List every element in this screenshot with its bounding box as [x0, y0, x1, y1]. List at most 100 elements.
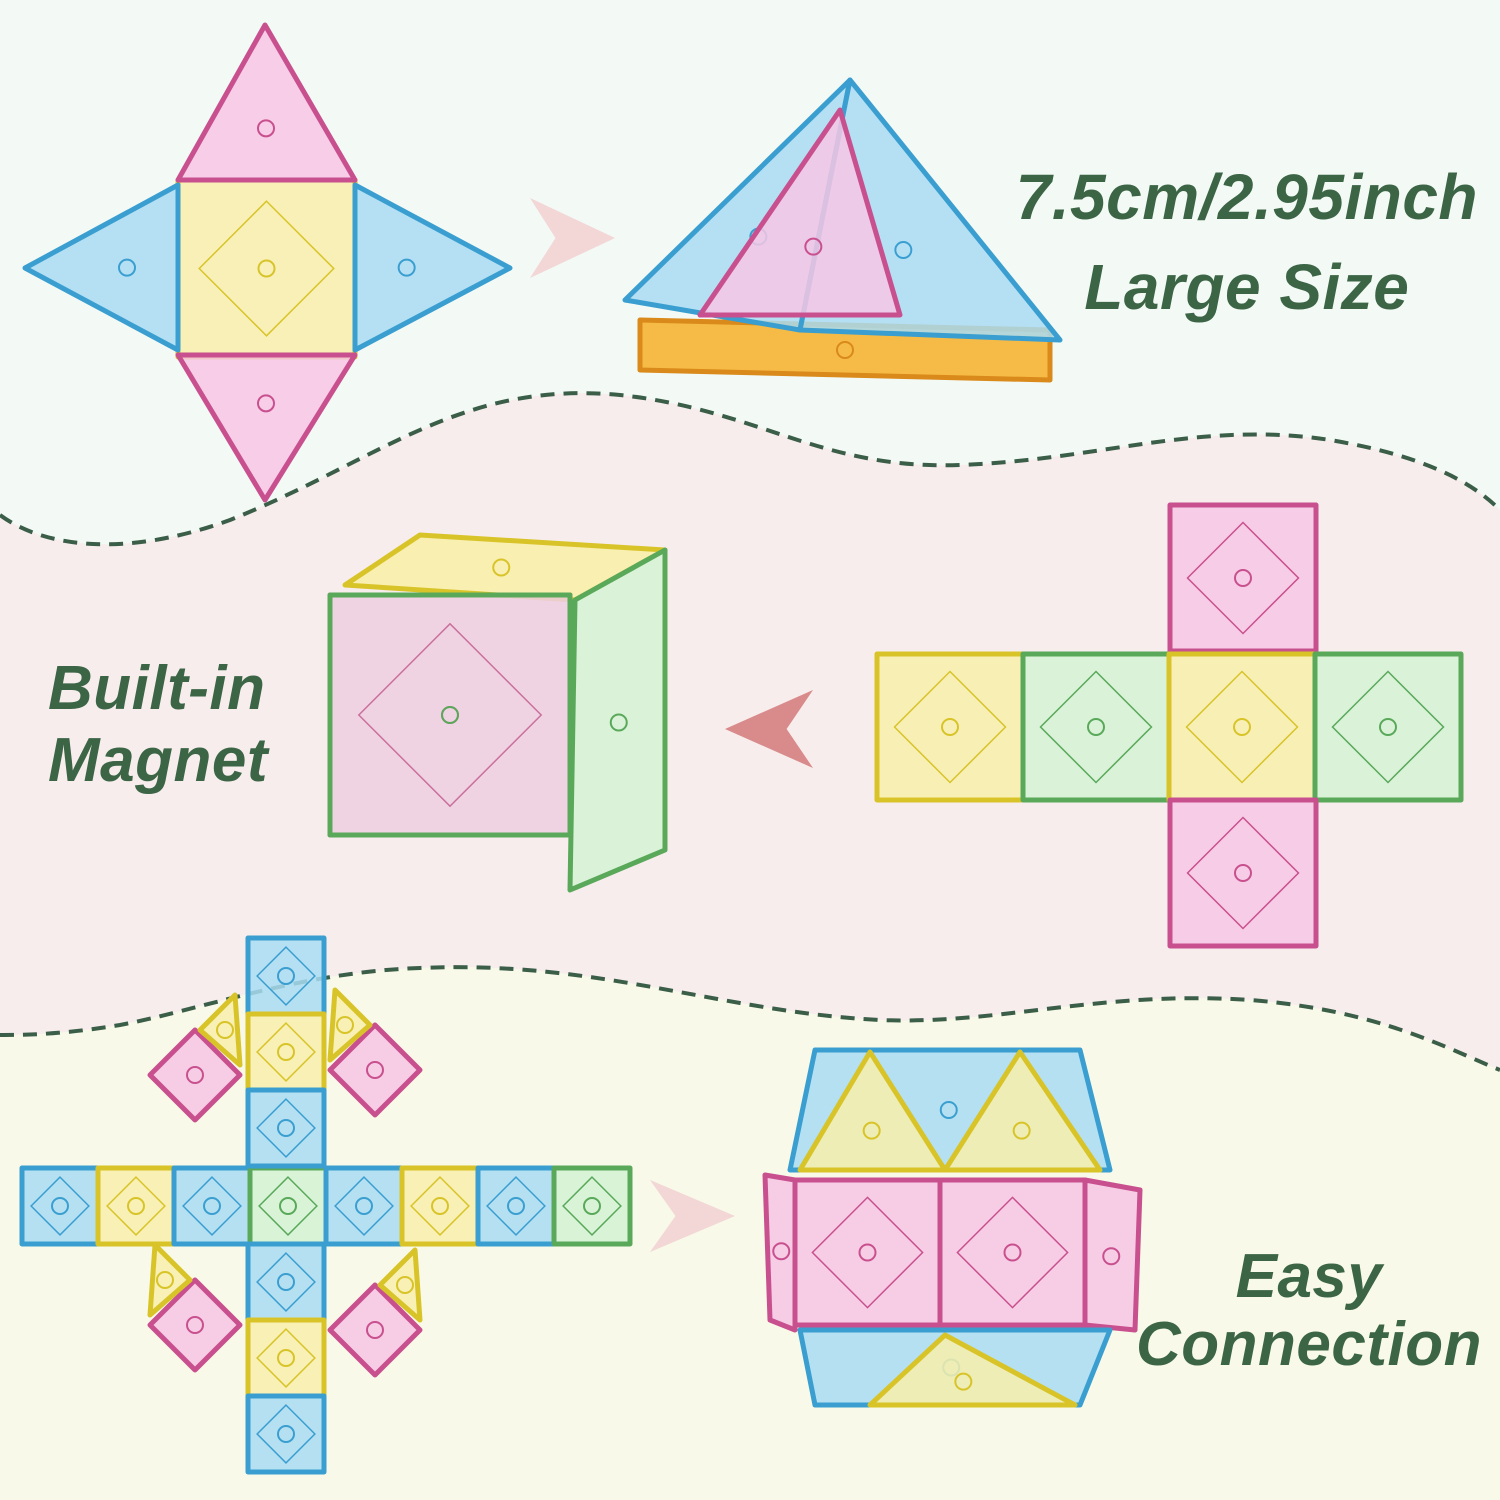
- tile-diamond: [256, 946, 316, 1006]
- tile-hole: [277, 1425, 295, 1443]
- tile-hole: [1234, 864, 1252, 882]
- ball-net-row-square: [551, 1165, 633, 1247]
- tile-hole: [366, 1061, 384, 1079]
- tile-hole: [1379, 718, 1397, 736]
- divider-top: [0, 391, 1500, 547]
- tile-hole: [858, 1243, 877, 1262]
- tile-hole: [277, 1273, 295, 1291]
- tile-hole: [1003, 1243, 1022, 1262]
- ball-net-triangle: [377, 1247, 423, 1323]
- arrow-right-icon: [530, 198, 615, 278]
- tile-diamond: [256, 1098, 316, 1158]
- ball-middle-square: [792, 1177, 943, 1328]
- arrow-right-icon: [650, 1180, 735, 1252]
- tile-hole: [772, 1242, 791, 1261]
- ball-net-row-square: [323, 1165, 405, 1247]
- tile-diamond: [357, 622, 543, 808]
- tile-hole: [583, 1197, 601, 1215]
- ball-net-column-square: [245, 1011, 327, 1093]
- ball-net-diamond: [327, 1282, 423, 1378]
- tile-diamond: [562, 1176, 622, 1236]
- net-triangle-bottom: [175, 352, 358, 503]
- ball-net-triangle: [197, 992, 243, 1068]
- net-center-square: [175, 177, 358, 360]
- tile-hole: [1012, 1121, 1031, 1140]
- magnet-text: Magnet: [48, 726, 268, 795]
- tile-diamond: [956, 1196, 1069, 1309]
- ball-net-diamond: [327, 1022, 423, 1118]
- net-triangle-top: [175, 22, 358, 183]
- tile-diamond: [256, 1022, 316, 1082]
- tile-hole: [396, 1276, 414, 1294]
- tile-hole: [127, 1197, 145, 1215]
- ball-top-triangle: [942, 1049, 1103, 1173]
- cube-net-top: [1167, 502, 1319, 654]
- tile-diamond: [1186, 521, 1300, 635]
- cube-net-row-square: [1166, 651, 1318, 803]
- tile-diamond: [106, 1176, 166, 1236]
- tile-hole: [366, 1321, 384, 1339]
- tile-diamond: [1185, 670, 1299, 784]
- ball-net-column-square: [245, 1393, 327, 1475]
- tile-hole: [257, 119, 275, 138]
- ball-net-row-square: [475, 1165, 557, 1247]
- tile-hole: [1102, 1247, 1121, 1266]
- tile-hole: [941, 718, 959, 736]
- built-in-text: Built-in: [48, 654, 266, 723]
- tile-diamond: [182, 1176, 242, 1236]
- tile-diamond: [1186, 816, 1300, 930]
- tile-hole: [51, 1197, 69, 1215]
- tile-hole: [277, 1119, 295, 1137]
- tile-hole: [1087, 718, 1105, 736]
- large-size-text: Large Size: [1084, 251, 1410, 323]
- ball-net-column-square: [245, 1241, 327, 1323]
- size-text: 7.5cm/2.95inch: [1015, 161, 1478, 233]
- ball-middle-square: [937, 1177, 1088, 1328]
- tile-diamond: [256, 1328, 316, 1388]
- connection-caption: Easy Connection: [1136, 1246, 1482, 1376]
- tile-diamond: [1039, 670, 1153, 784]
- ball-net-triangle: [327, 987, 373, 1063]
- net-triangle-left: [22, 182, 181, 353]
- ball-top-triangle: [797, 1049, 948, 1173]
- tile-diamond: [198, 200, 335, 337]
- tile-hole: [954, 1372, 973, 1391]
- tile-hole: [336, 1016, 354, 1034]
- tile-diamond: [256, 1404, 316, 1464]
- magnet-caption: Built-in Magnet: [48, 658, 268, 792]
- tile-hole: [1234, 569, 1252, 587]
- tile-hole: [277, 967, 295, 985]
- ball-side-panel: [762, 1172, 798, 1333]
- tile-diamond: [30, 1176, 90, 1236]
- easy-text: Easy: [1235, 1242, 1383, 1311]
- tile-diamond: [334, 1176, 394, 1236]
- tile-hole: [609, 713, 628, 732]
- cube-net-row-square: [1020, 651, 1172, 803]
- tile-diamond: [256, 1252, 316, 1312]
- cube-net-bottom: [1167, 797, 1319, 949]
- size-caption: 7.5cm/2.95inch Large Size: [1016, 165, 1478, 319]
- tile-diamond: [1331, 670, 1445, 784]
- ball-net-triangle: [147, 1242, 193, 1318]
- tile-hole: [939, 1101, 958, 1119]
- tile-hole: [355, 1197, 373, 1215]
- tile-diamond: [486, 1176, 546, 1236]
- connection-text: Connection: [1136, 1310, 1482, 1379]
- ball-net-row-square: [247, 1165, 329, 1247]
- pyramid-face-inner: [697, 107, 903, 318]
- tile-hole: [492, 558, 511, 577]
- tile-hole: [216, 1021, 234, 1039]
- cube-net-row-square: [874, 651, 1026, 803]
- tile-hole: [1233, 718, 1251, 736]
- ball-bottom-triangle: [867, 1332, 1078, 1408]
- ball-net-diamond: [147, 1277, 243, 1373]
- tile-hole: [277, 1349, 295, 1367]
- tile-hole: [186, 1066, 204, 1084]
- tile-hole: [894, 241, 913, 259]
- ball-side-panel: [1082, 1177, 1143, 1333]
- net-triangle-right: [352, 182, 513, 353]
- ball-net-diamond: [147, 1027, 243, 1123]
- tile-hole: [397, 258, 416, 277]
- tile-hole: [862, 1121, 881, 1140]
